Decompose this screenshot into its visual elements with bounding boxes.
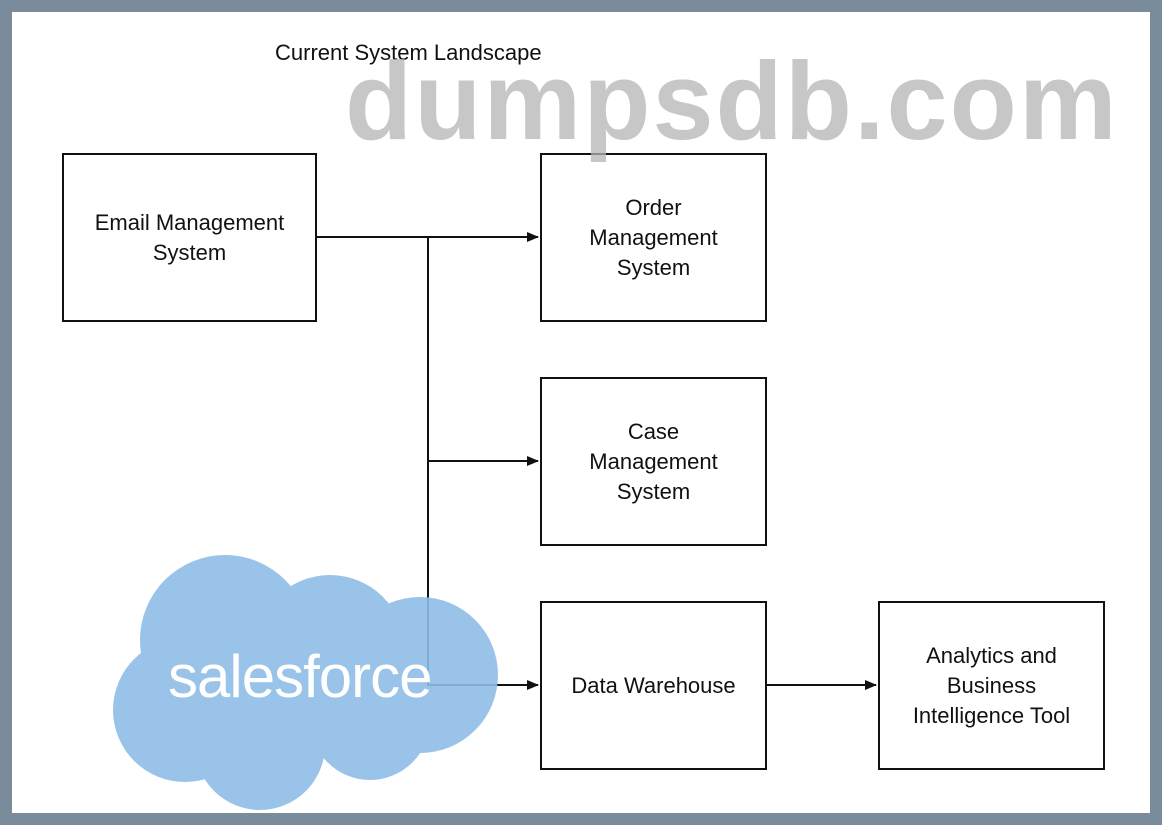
- case-management-system-box: Case Management System: [540, 377, 767, 546]
- watermark-text: dumpsdb.com: [345, 40, 1119, 163]
- analytics-bi-tool-box: Analytics and Business Intelligence Tool: [878, 601, 1105, 770]
- order-management-system-box: Order Management System: [540, 153, 767, 322]
- data-warehouse-box: Data Warehouse: [540, 601, 767, 770]
- salesforce-logo-text: salesforce: [168, 643, 432, 710]
- email-management-system-box: Email Management System: [62, 153, 317, 322]
- diagram-title: Current System Landscape: [275, 40, 542, 65]
